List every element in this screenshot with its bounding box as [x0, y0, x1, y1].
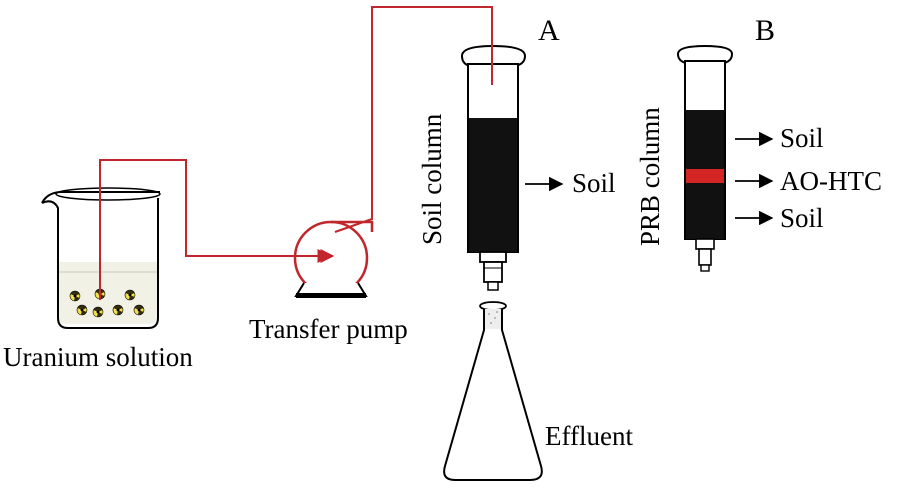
- prb-column-label: PRB column: [635, 107, 665, 246]
- ao-htc-layer: [686, 169, 724, 183]
- soil-label-b-bottom: Soil: [780, 203, 824, 233]
- radiation-trefoil-icon: [92, 306, 104, 318]
- uranium-particles: [69, 288, 145, 318]
- erlenmeyer-flask-icon: [443, 301, 543, 481]
- beaker-icon: [41, 187, 161, 329]
- uranium-solution-label: Uranium solution: [3, 342, 193, 372]
- soil-column-label: Soil column: [417, 113, 447, 245]
- effluent-label: Effluent: [545, 421, 633, 451]
- radiation-trefoil-icon: [133, 304, 145, 316]
- transfer-pump-label: Transfer pump: [249, 314, 408, 344]
- radiation-trefoil-icon: [76, 304, 88, 316]
- prb-column: [676, 44, 734, 272]
- peristaltic-pump-icon: [186, 220, 374, 298]
- soil-label-a: Soil: [572, 168, 616, 198]
- radiation-trefoil-icon: [112, 304, 124, 316]
- panel-label-a: A: [538, 14, 560, 47]
- ao-htc-label: AO-HTC: [780, 166, 882, 196]
- soil-column: [460, 8, 527, 291]
- soil-packing: [469, 118, 517, 252]
- panel-label-b: B: [755, 14, 775, 47]
- pointer-arrows: [525, 131, 774, 226]
- radiation-trefoil-icon: [124, 289, 136, 301]
- radiation-trefoil-icon: [69, 290, 81, 302]
- soil-label-b-top: Soil: [780, 123, 824, 153]
